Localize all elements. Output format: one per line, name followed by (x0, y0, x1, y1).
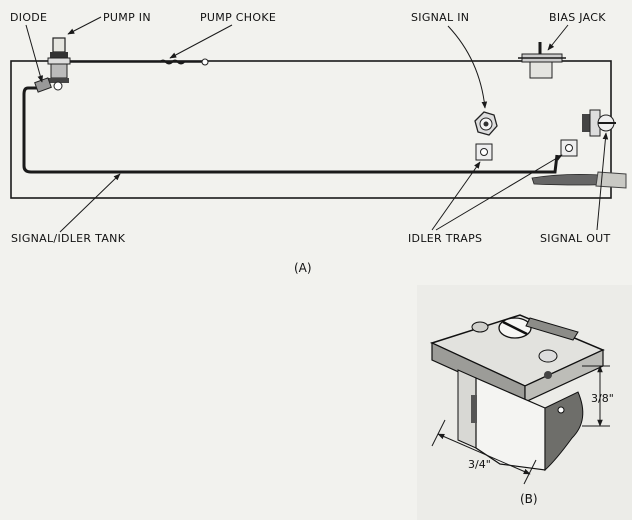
leader-idler-trap-1 (431, 161, 481, 231)
dim-height-label: 3/8" (591, 392, 614, 405)
choke-terminal (201, 58, 209, 66)
caption-a: (A) (294, 261, 312, 275)
label-pump-in: PUMP IN (103, 11, 151, 24)
cable-jacket (595, 171, 627, 189)
dim-width-tick-left (431, 419, 446, 447)
diode (34, 77, 52, 93)
tank-line (22, 86, 559, 174)
label-signal-in: SIGNAL IN (411, 11, 469, 24)
screw-nut (538, 349, 558, 363)
leader-idler-trap-2 (435, 154, 563, 231)
leader-pump-choke (169, 24, 233, 59)
idler-trap-2 (560, 139, 578, 157)
label-signal-out: SIGNAL OUT (540, 232, 611, 245)
label-signal-idler-tank: SIGNAL/IDLER TANK (11, 232, 126, 245)
leader-signal-in (447, 25, 488, 109)
mount-hole (544, 371, 552, 379)
leader-pump-in (67, 16, 102, 35)
screw-small (471, 321, 489, 333)
caption-b: (B) (520, 492, 538, 506)
signal-in-connector (474, 111, 498, 136)
leader-signal-out (596, 132, 609, 231)
figure-b: 3/8" 3/4" (B) (417, 285, 632, 520)
dim-width-label: 3/4" (468, 458, 491, 471)
bracket-hole (557, 406, 565, 414)
bracket-right-curl (544, 391, 584, 472)
signal-out-connector (582, 109, 616, 137)
clip-spring (525, 317, 579, 341)
dim-width-tick-right (523, 459, 537, 485)
idler-trap-1 (475, 143, 493, 161)
dim-width-line (437, 433, 531, 475)
label-pump-choke: PUMP CHOKE (200, 11, 276, 24)
label-idler-traps: IDLER TRAPS (408, 232, 482, 245)
choke-coil (159, 59, 185, 65)
leader-tank (59, 173, 121, 233)
screw-slot (502, 320, 528, 336)
label-bias-jack: BIAS JACK (549, 11, 606, 24)
bracket-slot (471, 395, 477, 423)
figure-a: DIODE PUMP IN PUMP CHOKE SIGNAL IN BIAS … (10, 11, 627, 275)
bias-jack-connector (518, 42, 566, 79)
label-diode: DIODE (10, 11, 47, 24)
leader-diode (25, 24, 43, 83)
enclosure-box (10, 60, 612, 199)
pump-in-connector (47, 37, 71, 91)
leader-bias-jack (547, 24, 569, 51)
